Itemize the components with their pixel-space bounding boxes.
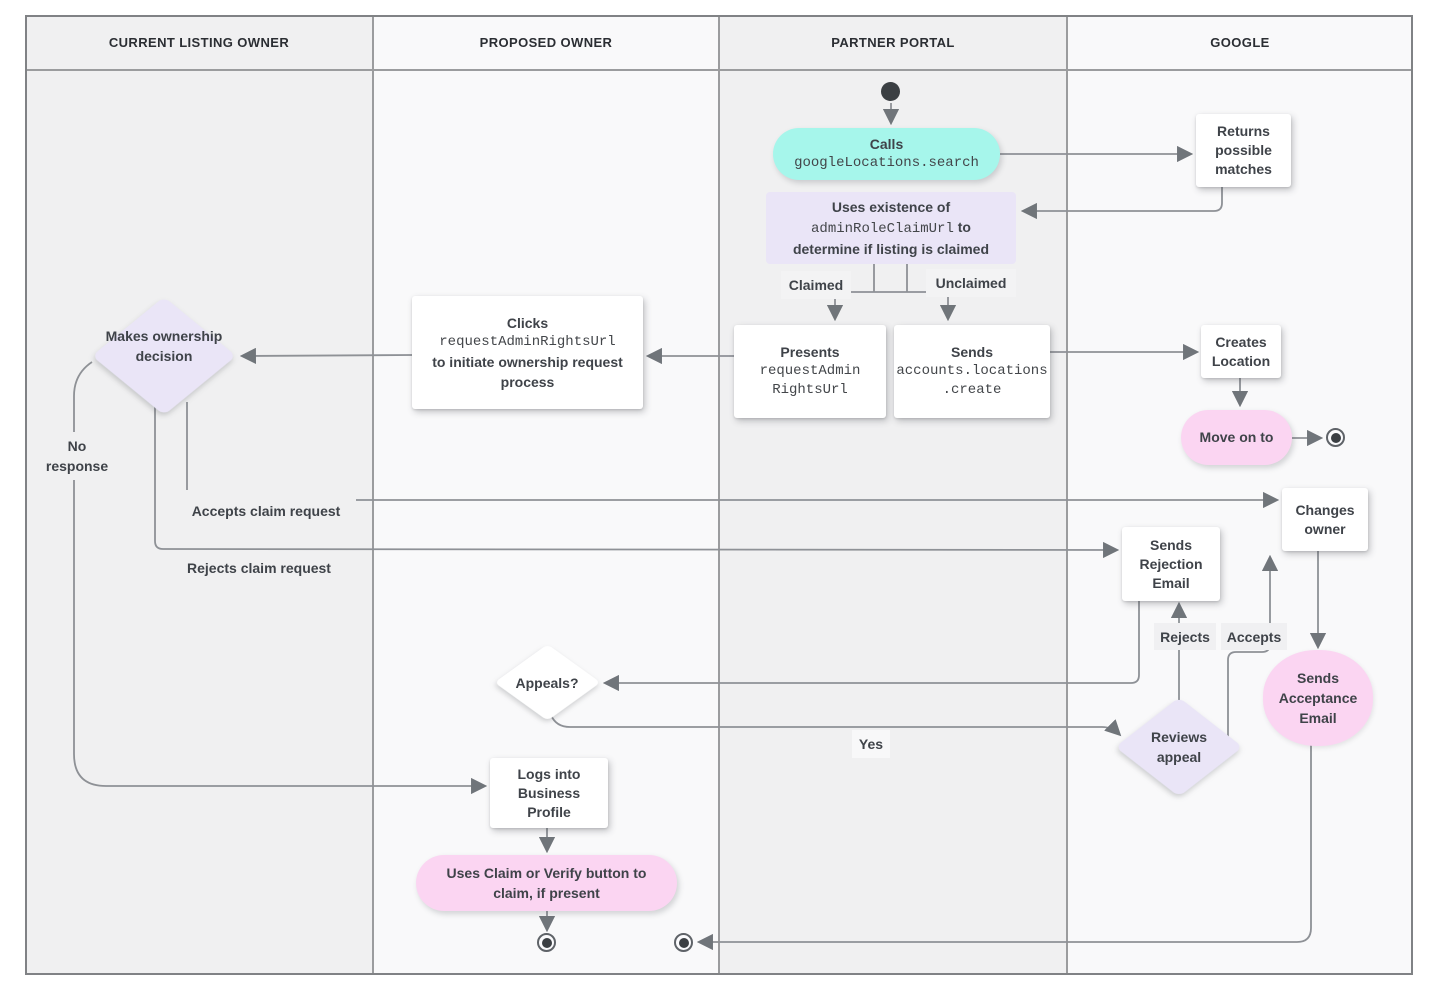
edge-label-accepts-claim-request: Accepts claim request xyxy=(176,490,356,532)
node-clicks-requestadminrightsurl: Clicks requestAdminRightsUrl to initiate… xyxy=(412,296,643,409)
lane-header-proposed-owner: PROPOSED OWNER xyxy=(479,34,613,50)
node-text: Logs into Business Profile xyxy=(517,765,581,820)
end-node xyxy=(1326,428,1345,447)
node-code: requestAdminRightsUrl xyxy=(439,334,616,350)
node-logs-into-business-profile: Logs into Business Profile xyxy=(490,758,608,828)
edge-label-yes: Yes xyxy=(852,730,890,758)
edge-label-rejects-claim-request: Rejects claim request xyxy=(170,553,348,583)
node-presents-requestadminrightsurl: Presents requestAdmin RightsUrl xyxy=(734,325,886,418)
node-text: Creates Location xyxy=(1211,333,1271,369)
lane-header-partner-portal: PARTNER PORTAL xyxy=(831,34,955,50)
header-underline xyxy=(25,69,1413,71)
node-after-code: to xyxy=(957,219,971,235)
node-sends-rejection-email: Sends Rejection Email xyxy=(1122,527,1220,601)
node-sends-acceptance-email: Sends Acceptance Email xyxy=(1263,650,1373,746)
node-uses-existence-adminroleclaimurl: Uses existence of adminRoleClaimUrl to d… xyxy=(766,192,1016,264)
node-code-line: .create xyxy=(942,382,1002,398)
node-title: Presents xyxy=(780,344,840,360)
node-title: Calls xyxy=(869,136,904,152)
node-title: Sends xyxy=(950,344,993,360)
node-changes-owner: Changes owner xyxy=(1282,488,1368,551)
edge-label-no-response: No response xyxy=(38,432,116,480)
node-code: googleLocations.search xyxy=(794,155,979,171)
node-title: Clicks xyxy=(506,315,549,331)
node-code-line: requestAdmin xyxy=(759,363,861,379)
lane-separator xyxy=(718,15,720,975)
node-code-line: accounts.locations xyxy=(896,363,1048,379)
node-text: Changes owner xyxy=(1295,501,1355,537)
start-node xyxy=(881,82,900,101)
edge-label-rejects: Rejects xyxy=(1154,623,1216,650)
lane-header-google: GOOGLE xyxy=(1210,34,1270,50)
node-text: Move on to xyxy=(1199,429,1274,445)
node-uses-claim-or-verify-button: Uses Claim or Verify button to claim, if… xyxy=(416,855,677,911)
lane-separator xyxy=(1066,15,1068,975)
node-appeals-label: Appeals? xyxy=(515,675,579,691)
edge-label-claimed: Claimed xyxy=(781,271,851,299)
end-node xyxy=(674,933,693,952)
edge-label-accepts: Accepts xyxy=(1221,623,1287,650)
node-sends-accounts-locations-create: Sends accounts.locations .create xyxy=(894,325,1050,418)
node-calls-googlelocations-search: Calls googleLocations.search xyxy=(773,128,1000,180)
node-code-line: RightsUrl xyxy=(772,382,848,398)
node-text: Sends Rejection Email xyxy=(1139,536,1203,591)
end-node xyxy=(537,933,556,952)
node-returns-possible-matches: Returns possible matches xyxy=(1196,114,1291,187)
node-line1: Uses existence of xyxy=(831,199,951,215)
node-reviews-appeal-label: Reviews appeal xyxy=(1150,729,1208,765)
node-text: to initiate ownership request process xyxy=(432,354,623,390)
node-text: Returns possible matches xyxy=(1215,123,1272,177)
node-move-on-to: Move on to xyxy=(1181,410,1292,465)
node-creates-location: Creates Location xyxy=(1201,325,1281,378)
node-makes-ownership-decision-label: Makes ownership decision xyxy=(105,328,223,364)
lane-header-current-listing-owner: CURRENT LISTING OWNER xyxy=(108,34,290,50)
node-text: Sends Acceptance Email xyxy=(1278,670,1358,726)
node-line2: determine if listing is claimed xyxy=(792,241,990,257)
lane-separator xyxy=(372,15,374,975)
edge-label-unclaimed: Unclaimed xyxy=(926,269,1016,297)
node-text: Uses Claim or Verify button to claim, if… xyxy=(446,865,647,901)
node-code: adminRoleClaimUrl xyxy=(811,221,954,237)
